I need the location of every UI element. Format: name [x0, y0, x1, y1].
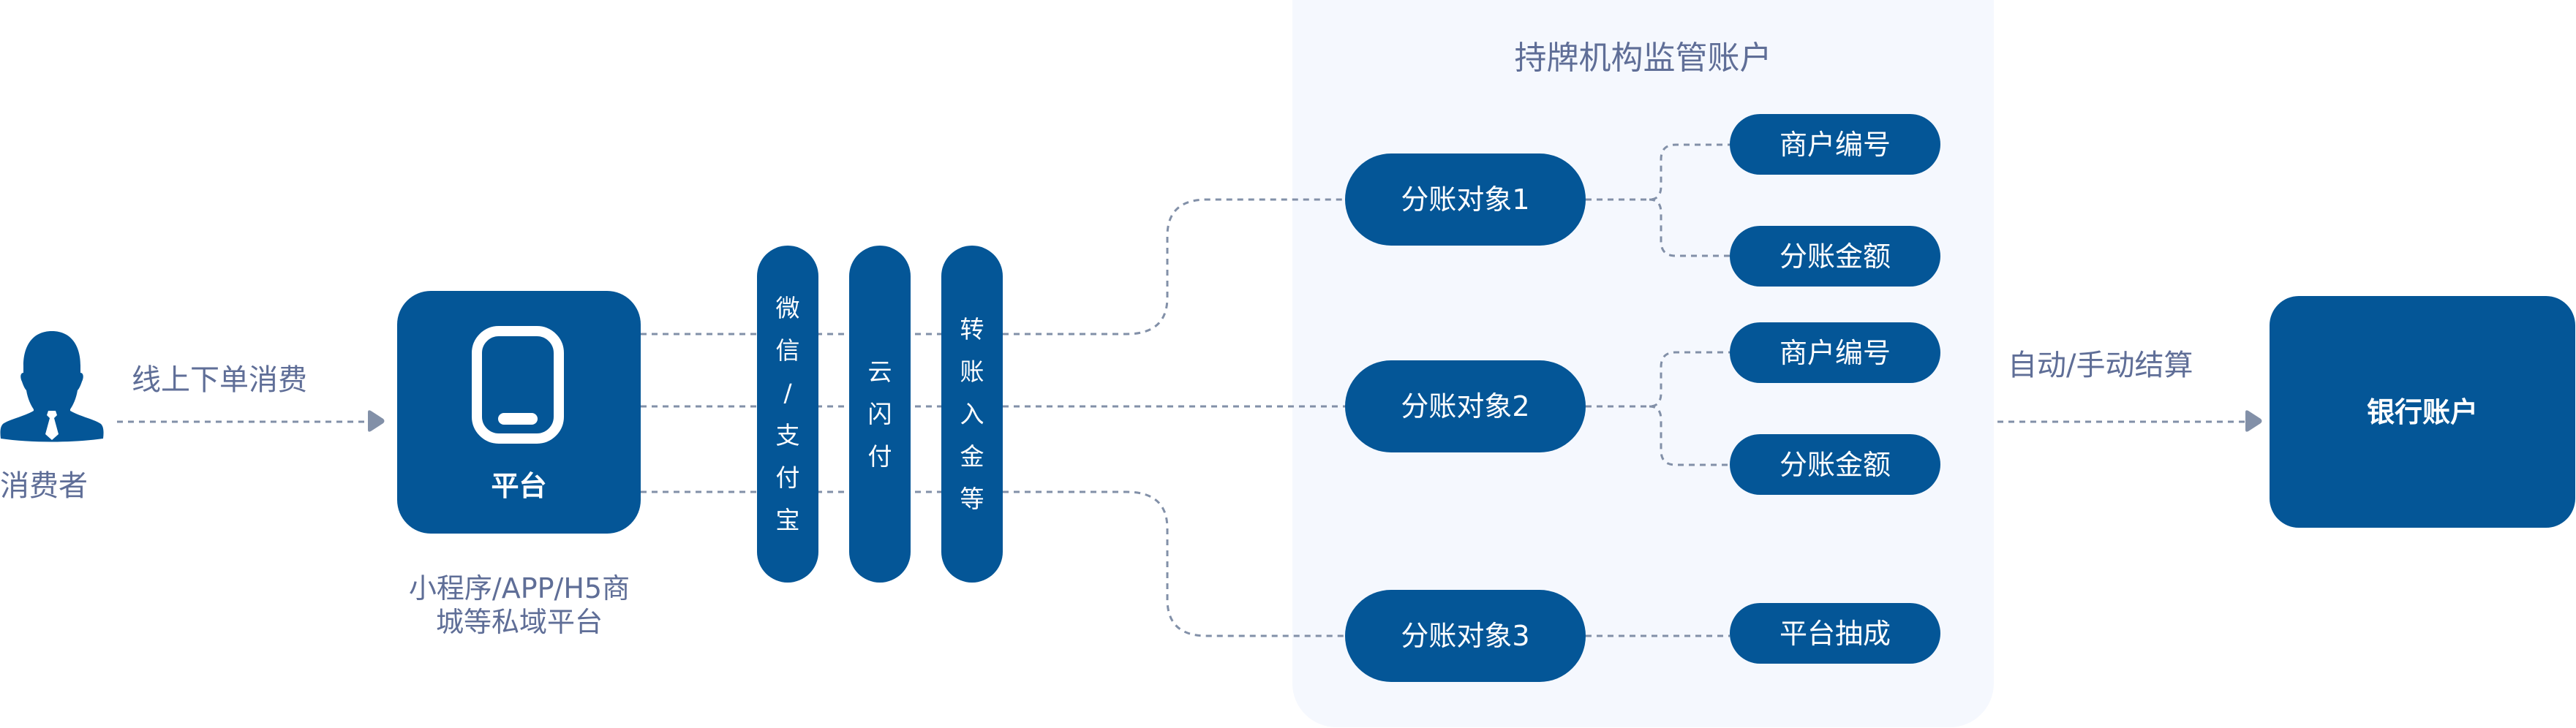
- bank-account-label: 银行账户: [2366, 395, 2478, 428]
- platform-caption: 小程序/APP/H5商 城等私域平台: [380, 572, 658, 639]
- escrow-panel-title: 持牌机构监管账户: [1514, 39, 1772, 77]
- platform-label: 平台: [491, 470, 547, 502]
- split-target-1: 分账对象1: [1345, 153, 1586, 246]
- platform-caption-line-1: 小程序/APP/H5商: [408, 572, 630, 604]
- consumer-label: 消费者: [0, 469, 88, 503]
- settlement-arrowhead: [2245, 410, 2262, 432]
- target-2-split-amount: 分账金额: [1730, 434, 1940, 495]
- payment-channel-char: 转: [960, 314, 984, 344]
- payment-channel-char: 账: [960, 357, 984, 386]
- person-with-tie-icon: [0, 331, 104, 442]
- target-3-platform-commission: 平台抽成: [1730, 603, 1940, 664]
- consumer: [0, 329, 104, 443]
- target-3-platform-commission-label: 平台抽成: [1779, 617, 1891, 650]
- order-arrow-label: 线上下单消费: [132, 363, 307, 397]
- payment-channel-char: 支: [775, 420, 800, 450]
- settlement-arrow-label: 自动/手动结算: [2008, 349, 2193, 382]
- target-1-merchant-id-label: 商户编号: [1779, 128, 1891, 161]
- target-1-split-amount-label: 分账金额: [1779, 240, 1891, 273]
- split-target-2: 分账对象2: [1345, 360, 1586, 452]
- payment-channel-char: 付: [775, 463, 800, 492]
- target-2-merchant-id: 商户编号: [1730, 322, 1940, 383]
- target-1-split-amount: 分账金额: [1730, 226, 1940, 287]
- payment-channel-char: 付: [867, 441, 892, 471]
- payment-channel-char: 入: [960, 399, 984, 428]
- target-2-merchant-id-label: 商户编号: [1779, 336, 1891, 369]
- platform-box: 平台: [397, 291, 641, 534]
- payment-channel-char: 金: [960, 441, 984, 471]
- payment-channel-wechat-alipay: 微信 / 支付宝: [757, 246, 818, 583]
- split-target-3-label: 分账对象3: [1401, 620, 1530, 652]
- payment-channel-unionpay-quickpass: 云闪付: [849, 246, 911, 583]
- payment-channel-char: 微: [775, 293, 800, 322]
- payment-channel-char: /: [783, 378, 792, 407]
- payment-channel-char: 宝: [775, 505, 800, 534]
- split-target-1-label: 分账对象1: [1401, 183, 1530, 216]
- platform-caption-line-2: 城等私域平台: [435, 606, 603, 638]
- target-1-merchant-id: 商户编号: [1730, 114, 1940, 175]
- payment-channel-bank-transfer: 转账入金等: [941, 246, 1003, 583]
- split-target-3: 分账对象3: [1345, 590, 1586, 682]
- payment-channel-char: 闪: [867, 399, 892, 428]
- split-target-2-label: 分账对象2: [1401, 390, 1530, 422]
- payment-channel-char: 信: [775, 335, 800, 365]
- payment-channel-char: 云: [867, 357, 892, 386]
- order-arrowhead: [368, 410, 385, 432]
- bank-account-box: 银行账户: [2270, 296, 2575, 528]
- mobile-phone-icon: [472, 326, 564, 444]
- target-2-split-amount-label: 分账金额: [1779, 448, 1891, 481]
- payment-channel-char: 等: [960, 484, 984, 513]
